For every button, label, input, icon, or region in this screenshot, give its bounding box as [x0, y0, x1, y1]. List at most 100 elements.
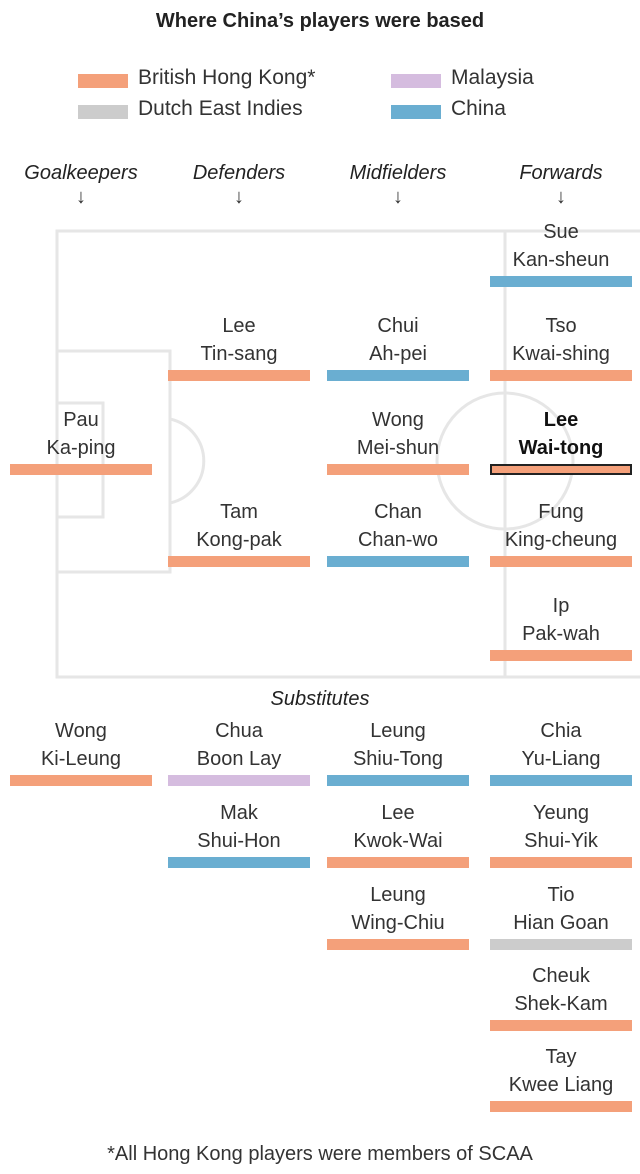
- base-color-bar: [490, 556, 632, 567]
- player-name-second: Wing-Chiu: [351, 912, 445, 934]
- legend-swatch: [391, 105, 441, 119]
- player-name-second: Kwok-Wai: [353, 830, 443, 852]
- player-name-second: Kwee Liang: [508, 1074, 614, 1096]
- player-name-first: Lee: [543, 409, 579, 431]
- base-color-bar: [10, 775, 152, 786]
- column-heading-goalkeepers: Goalkeepers: [24, 162, 138, 184]
- legend-swatch: [78, 74, 128, 88]
- player-name-second: Ka-ping: [46, 437, 116, 459]
- player-name-first: Tso: [545, 315, 577, 337]
- player-name-first: Mak: [220, 802, 258, 824]
- base-color-bar: [327, 370, 469, 381]
- player-name-second: Mei-shun: [356, 437, 440, 459]
- base-color-bar: [490, 1101, 632, 1112]
- base-color-bar: [327, 775, 469, 786]
- legend-swatch: [78, 105, 128, 119]
- substitutes-heading: Substitutes: [270, 688, 370, 710]
- player-name-second: Kan-sheun: [512, 249, 610, 271]
- goal-box: [55, 401, 105, 519]
- player-name-second: Shui-Yik: [524, 830, 598, 852]
- chart-title: Where China’s players were based: [155, 10, 485, 32]
- player-name-second: Chan-wo: [357, 529, 439, 551]
- base-color-bar: [168, 857, 310, 868]
- base-color-bar: [490, 775, 632, 786]
- legend-label: Malaysia: [451, 66, 534, 89]
- base-color-bar: [490, 464, 632, 475]
- base-color-bar: [490, 857, 632, 868]
- player-name-first: Ip: [552, 595, 570, 617]
- player-name-first: Tio: [547, 884, 575, 906]
- player-name-second: Pak-wah: [522, 623, 600, 645]
- player-name-second: Hian Goan: [513, 912, 609, 934]
- column-heading-forwards: Forwards: [519, 162, 603, 184]
- player-name-first: Tam: [220, 501, 258, 523]
- base-color-bar: [327, 939, 469, 950]
- player-name-second: Shek-Kam: [514, 993, 608, 1015]
- pitch-diagram: [55, 229, 640, 679]
- player-name-first: Leung: [370, 884, 426, 906]
- player-name-first: Pau: [63, 409, 99, 431]
- base-color-bar: [490, 1020, 632, 1031]
- base-color-bar: [490, 276, 632, 287]
- column-heading-defenders: Defenders: [192, 162, 286, 184]
- legend-label: British Hong Kong*: [138, 66, 316, 89]
- player-name-second: Ki-Leung: [40, 748, 122, 770]
- player-name-first: Wong: [55, 720, 107, 742]
- player-name-first: Lee: [222, 315, 256, 337]
- player-name-first: Lee: [381, 802, 415, 824]
- base-color-bar: [490, 939, 632, 950]
- base-color-bar: [490, 650, 632, 661]
- player-name-second: Boon Lay: [196, 748, 282, 770]
- player-name-first: Cheuk: [532, 965, 590, 987]
- player-name-second: Yu-Liang: [521, 748, 601, 770]
- base-color-bar: [327, 464, 469, 475]
- center-circle: [435, 391, 575, 531]
- player-name-second: Kwai-shing: [512, 343, 610, 365]
- player-name-first: Chui: [377, 315, 419, 337]
- player-name-first: Chia: [540, 720, 582, 742]
- player-name-first: Fung: [538, 501, 584, 523]
- player-name-first: Yeung: [533, 802, 589, 824]
- player-name-first: Leung: [370, 720, 426, 742]
- player-name-first: Tay: [545, 1046, 577, 1068]
- base-color-bar: [168, 370, 310, 381]
- base-color-bar: [327, 556, 469, 567]
- footnote: *All Hong Kong players were members of S…: [107, 1143, 533, 1165]
- down-arrow-icon: ↓: [76, 186, 86, 208]
- legend-swatch: [391, 74, 441, 88]
- player-name-second: Ah-pei: [369, 343, 427, 365]
- player-name-second: Wai-tong: [518, 437, 604, 459]
- player-name-first: Sue: [543, 221, 579, 243]
